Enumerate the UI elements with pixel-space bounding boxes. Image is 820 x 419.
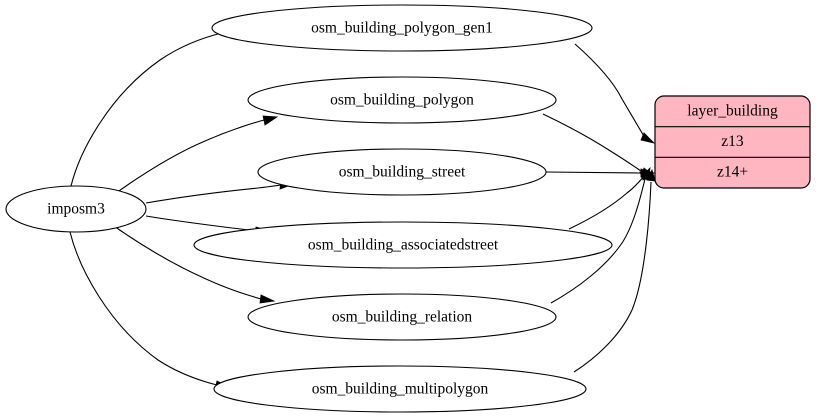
edge-osm_building_street-to-z14plus <box>545 168 656 178</box>
edge-path <box>69 231 218 386</box>
edge-imposm3-to-osm_building_polygon_gen1 <box>70 27 241 187</box>
edge-osm_building_polygon_gen1-to-z13 <box>574 43 656 144</box>
node-osm_building_multipolygon[interactable]: osm_building_multipolygon <box>213 365 587 413</box>
node-shape <box>257 148 547 196</box>
node-label: osm_building_polygon_gen1 <box>311 20 493 37</box>
edge-path <box>568 175 645 230</box>
edge-imposm3-to-osm_building_multipolygon <box>69 231 232 390</box>
edge-path <box>145 184 282 204</box>
edge-osm_building_relation-to-z14plus <box>550 166 651 304</box>
edge-path <box>70 31 227 187</box>
node-osm_building_polygon_gen1[interactable]: osm_building_polygon_gen1 <box>211 4 593 52</box>
edge-osm_building_polygon-to-z14plus <box>542 113 656 177</box>
edge-imposm3-to-osm_building_relation <box>113 225 276 304</box>
zoom-z14plus-label: z14+ <box>717 164 748 181</box>
edge-path <box>145 215 257 232</box>
edge-path <box>542 113 645 174</box>
node-shape <box>247 76 557 124</box>
arrowhead-icon <box>262 115 279 126</box>
arrowhead-icon <box>646 168 656 182</box>
edge-imposm3-to-osm_building_street <box>145 180 296 204</box>
node-shape <box>5 185 147 233</box>
node-shape <box>211 4 593 52</box>
edge-osm_building_associatedstreet-to-z14plus <box>568 171 656 230</box>
edge-path <box>545 171 643 174</box>
layer-name-label: layer_building <box>687 103 778 120</box>
node-osm_building_street[interactable]: osm_building_street <box>257 148 547 196</box>
node-shape <box>247 293 557 341</box>
node-osm_building_associatedstreet[interactable]: osm_building_associatedstreet <box>193 221 613 269</box>
node-label: osm_building_polygon <box>330 92 474 109</box>
node-label: imposm3 <box>47 201 105 218</box>
zoom-z13-label: z13 <box>721 133 744 150</box>
node-imposm3[interactable]: imposm3 <box>5 185 147 233</box>
edge-path <box>113 225 262 300</box>
edge-imposm3-to-osm_building_polygon <box>115 115 279 194</box>
edge-path <box>573 181 652 373</box>
edge-path <box>550 178 646 304</box>
node-osm_building_relation[interactable]: osm_building_relation <box>247 293 557 341</box>
arrowhead-icon <box>640 132 656 144</box>
node-shape <box>193 221 613 269</box>
arrowhead-icon <box>640 166 651 181</box>
node-label: osm_building_associatedstreet <box>308 237 499 254</box>
node-label: osm_building_relation <box>332 309 473 326</box>
edge-group-tables-to-layer <box>542 43 656 373</box>
node-label: osm_building_street <box>339 164 466 181</box>
layer-record-background <box>654 95 811 189</box>
node-shape <box>213 365 587 413</box>
arrowhead-icon <box>259 294 276 304</box>
edge-path <box>574 43 646 139</box>
edge-osm_building_multipolygon-to-z14plus <box>573 168 656 373</box>
node-layer_building[interactable]: layer_building z13 z14+ <box>654 95 811 189</box>
edge-path <box>115 119 265 194</box>
node-label: osm_building_multipolygon <box>312 381 489 398</box>
node-osm_building_polygon[interactable]: osm_building_polygon <box>247 76 557 124</box>
